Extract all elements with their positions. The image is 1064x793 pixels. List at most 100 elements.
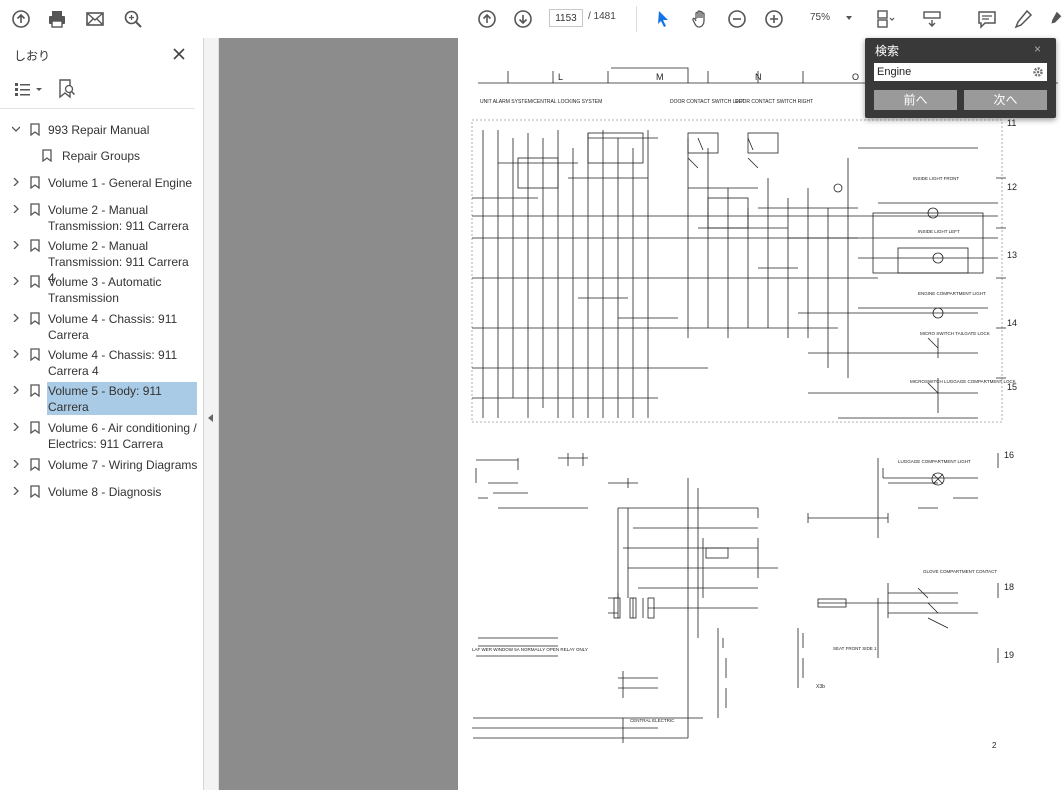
mail-icon[interactable] xyxy=(83,7,107,31)
panel-toolbar xyxy=(0,70,195,109)
chevron-right-icon[interactable] xyxy=(12,386,20,394)
find-popup: 検索 × Engine 前へ 次へ xyxy=(865,38,1056,118)
row-label-16: 16 xyxy=(1004,450,1014,460)
chevron-right-icon[interactable] xyxy=(12,423,20,431)
bookmark-label: Repair Groups xyxy=(62,149,141,163)
bookmarks-panel: しおり 993 Repair Manual xyxy=(0,38,204,790)
close-icon xyxy=(173,48,185,60)
bookmark-icon xyxy=(30,275,40,288)
bookmark-icon xyxy=(42,149,52,162)
panel-splitter[interactable] xyxy=(204,38,219,790)
chevron-right-icon[interactable] xyxy=(12,314,20,322)
comment-icon[interactable] xyxy=(975,7,999,31)
find-bookmark-button[interactable] xyxy=(58,79,76,99)
zoom-out-icon[interactable] xyxy=(725,7,749,31)
bookmark-label: Volume 5 - Body: 911 Carrera xyxy=(48,384,162,414)
fit-page-icon[interactable] xyxy=(873,7,897,31)
zoom-level-select[interactable]: 75% xyxy=(800,9,856,27)
central-electric-label: CENTRAL ELECTRIC xyxy=(630,718,675,723)
bookmark-item-volume-7[interactable]: Volume 7 - Wiring Diagrams xyxy=(0,457,200,475)
selection-highlight xyxy=(47,382,197,415)
chevron-right-icon[interactable] xyxy=(12,277,20,285)
zoom-search-icon[interactable] xyxy=(121,7,145,31)
row-label-18: 18 xyxy=(1004,582,1014,592)
bookmark-item-volume-2-carrera-4[interactable]: Volume 2 - Manual Transmission: 911 Carr… xyxy=(0,238,200,285)
row-label-12: 12 xyxy=(1007,182,1017,192)
find-input[interactable]: Engine xyxy=(874,63,1047,81)
toolbar-divider xyxy=(636,6,637,32)
highlighter-icon[interactable] xyxy=(1046,7,1064,31)
bookmark-search-icon xyxy=(59,79,76,99)
bookmark-icon xyxy=(30,384,40,397)
row-label-11: 11 xyxy=(1007,118,1016,128)
pdf-page: L M N O UNIT ALARM SYSTEM/CENTRAL LOCKIN… xyxy=(458,38,1064,790)
door-contact-right-label: DOOR CONTACT SWITCH RIGHT xyxy=(735,99,813,105)
find-next-button[interactable]: 次へ xyxy=(964,90,1047,110)
bookmark-item-volume-8[interactable]: Volume 8 - Diagnosis xyxy=(0,484,200,502)
bookmark-label: 993 Repair Manual xyxy=(48,123,150,137)
bookmark-label: Volume 4 - Chassis: 911 Carrera 4 xyxy=(48,348,178,378)
bookmark-icon xyxy=(30,348,40,361)
gear-icon[interactable] xyxy=(1032,66,1044,78)
chevron-right-icon[interactable] xyxy=(12,487,20,495)
find-previous-button[interactable]: 前へ xyxy=(874,90,957,110)
bookmark-icon xyxy=(30,176,40,189)
bookmark-item-993-repair-manual[interactable]: 993 Repair Manual xyxy=(0,122,200,140)
close-panel-button[interactable] xyxy=(170,45,188,63)
bookmark-icon xyxy=(30,123,40,136)
chevron-down-icon[interactable] xyxy=(12,125,20,133)
document-viewer[interactable]: L M N O UNIT ALARM SYSTEM/CENTRAL LOCKIN… xyxy=(219,38,1064,790)
print-icon[interactable] xyxy=(45,7,69,31)
seat-label: SEAT FRONT SIDE 1 xyxy=(833,646,877,651)
row-label-19: 19 xyxy=(1004,650,1014,660)
options-menu-button[interactable] xyxy=(14,81,44,97)
luggage-light-label: LUGGAGE COMPARTMENT LIGHT xyxy=(898,459,971,464)
chevron-right-icon[interactable] xyxy=(12,350,20,358)
page-down-icon[interactable] xyxy=(511,7,535,31)
microswitch-luggage-label: MICROSWITCH LUGGAGE COMPARTMENT LOCK xyxy=(910,379,1016,384)
pen-icon[interactable] xyxy=(1011,7,1035,31)
bookmark-item-volume-3[interactable]: Volume 3 - Automatic Transmission xyxy=(0,274,200,308)
bookmark-label: Volume 8 - Diagnosis xyxy=(48,485,162,499)
bookmark-item-repair-groups[interactable]: Repair Groups xyxy=(0,148,200,166)
collapse-arrow-icon[interactable] xyxy=(208,414,213,422)
page-up-icon[interactable] xyxy=(475,7,499,31)
bookmark-label: Volume 2 - Manual Transmission: 911 Carr… xyxy=(48,203,189,233)
engine-compartment-light-label: ENGINE COMPARTMENT LIGHT xyxy=(918,291,986,296)
row-label-13: 13 xyxy=(1007,250,1017,260)
scroll-mode-icon[interactable] xyxy=(920,7,944,31)
column-label-n: N xyxy=(755,72,762,82)
page-number-input[interactable]: 1153 xyxy=(549,9,583,27)
bookmark-label: Volume 3 - Automatic Transmission xyxy=(48,275,162,305)
zoom-in-icon[interactable] xyxy=(762,7,786,31)
zoom-level-value: 75% xyxy=(810,12,831,23)
find-close-button[interactable]: × xyxy=(1034,42,1042,56)
cloud-upload-icon[interactable] xyxy=(9,7,33,31)
chevron-down-icon xyxy=(846,16,852,20)
chevron-right-icon[interactable] xyxy=(12,460,20,468)
wiring-diagram: L M N O UNIT ALARM SYSTEM/CENTRAL LOCKIN… xyxy=(471,67,1058,750)
chevron-right-icon[interactable] xyxy=(12,241,20,249)
row-label-14: 14 xyxy=(1007,318,1017,328)
bookmark-item-volume-2-carrera[interactable]: Volume 2 - Manual Transmission: 911 Carr… xyxy=(0,202,200,236)
bookmark-icon xyxy=(30,485,40,498)
bookmark-item-volume-1[interactable]: Volume 1 - General Engine xyxy=(0,175,200,193)
bookmark-item-volume-4-carrera-4[interactable]: Volume 4 - Chassis: 911 Carrera 4 xyxy=(0,347,200,381)
panel-title: しおり xyxy=(14,49,51,63)
bookmark-item-volume-6[interactable]: Volume 6 - Air conditioning / Electrics:… xyxy=(0,420,200,454)
inside-light-front-label: INSIDE LIGHT FRONT xyxy=(913,176,959,181)
column-label-l: L xyxy=(558,72,563,82)
select-cursor-icon[interactable] xyxy=(651,7,675,31)
bookmark-label: Volume 2 - Manual Transmission: 911 Carr… xyxy=(48,239,189,285)
bookmark-item-volume-5[interactable]: Volume 5 - Body: 911 Carrera xyxy=(0,383,200,417)
door-contact-left-label: DOOR CONTACT SWITCH LEFT xyxy=(670,99,745,105)
micro-switch-label: MICRO SWITCH TAILGATE LOCK xyxy=(920,331,990,336)
chevron-right-icon[interactable] xyxy=(12,178,20,186)
inside-light-left-label: INSIDE LIGHT LEFT xyxy=(918,229,960,234)
bookmark-icon xyxy=(30,203,40,216)
chevron-right-icon[interactable] xyxy=(12,205,20,213)
bookmark-item-volume-4-carrera[interactable]: Volume 4 - Chassis: 911 Carrera xyxy=(0,311,200,345)
hand-tool-icon[interactable] xyxy=(688,7,712,31)
window-relay-label: LAF WER WINDOW 5A NORMALLY OPEN RELAY ON… xyxy=(472,647,588,652)
bookmark-label: Volume 6 - Air conditioning / Electrics:… xyxy=(48,421,197,451)
